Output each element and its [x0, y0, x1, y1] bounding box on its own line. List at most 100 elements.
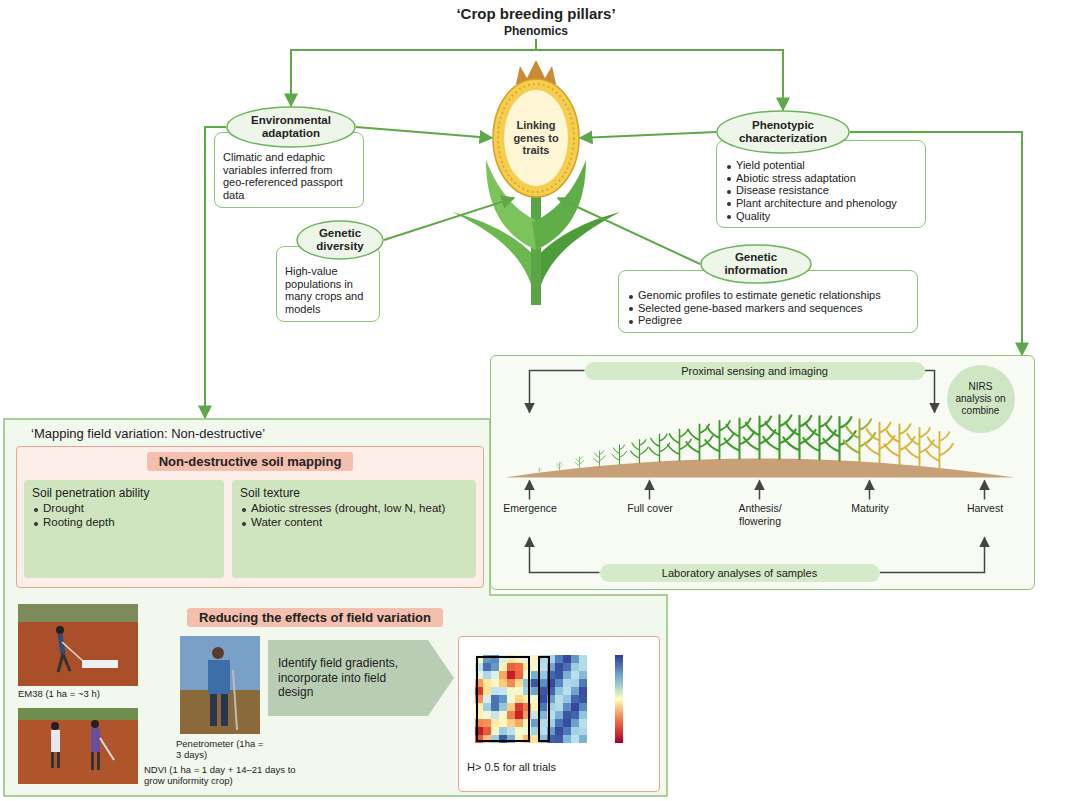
map-cell [579, 687, 587, 695]
map-cell [563, 727, 571, 735]
map-cell [571, 663, 579, 671]
maize-cob: Linking genes to traits [492, 78, 580, 198]
map-cell [491, 695, 499, 703]
map-cell [531, 711, 539, 719]
connector-arrow [536, 39, 783, 110]
crop-plant [763, 415, 795, 458]
source-label: Phenomics [504, 24, 568, 38]
map-cell [579, 735, 587, 743]
stage-label: Harvest [945, 502, 1025, 515]
stage-arrow [984, 481, 986, 500]
map-cell [563, 695, 571, 703]
ellipse-outline [701, 245, 811, 283]
map-cell [563, 663, 571, 671]
trial-outline [477, 657, 529, 741]
lab-bracket [530, 538, 600, 573]
map-cell [531, 719, 539, 727]
node-text: Phenomics [504, 24, 568, 38]
map-cell [507, 679, 515, 687]
map-cell [531, 735, 539, 743]
map-cell [491, 703, 499, 711]
ellipse-outline [227, 107, 355, 147]
stage-label: Maturity [830, 502, 910, 515]
bullet-item: Quality [725, 210, 917, 223]
pillar-ellipse: Genetic diversity [296, 220, 384, 260]
map-box: H> 0.5 for all trials [458, 636, 660, 792]
map-cell [571, 695, 579, 703]
crop-plant [744, 417, 776, 459]
map-cell [475, 655, 587, 743]
map-cell [571, 711, 579, 719]
node-text: Phenotypic characterization [730, 119, 836, 145]
map-cell [491, 727, 499, 735]
node-text: H> 0.5 for all trials [467, 761, 651, 773]
map-cell [571, 735, 579, 743]
node-text: NIRS analysis on combine [955, 381, 1007, 417]
map-cell [563, 655, 571, 663]
map-cell [579, 671, 587, 679]
map-cell [579, 655, 587, 663]
photo-caption: EM38 (1 ha = ~3 h) [18, 688, 148, 699]
map-cell [571, 719, 579, 727]
stage-label: Emergence [490, 502, 570, 515]
map-cell [579, 703, 587, 711]
map-cell [531, 727, 539, 735]
map-cell [571, 703, 579, 711]
connector-arrow [291, 39, 536, 106]
map-cell [579, 695, 587, 703]
map-cell [491, 711, 499, 719]
connector-arrow [580, 132, 716, 138]
ndvi-photo [91, 752, 94, 770]
pillar-ellipse: Environmental adaptation [226, 106, 356, 148]
map-cell [571, 727, 579, 735]
stage-arrow [759, 481, 761, 500]
crop-plant [926, 432, 953, 468]
penetrometer-photo [233, 670, 237, 730]
stage-label: Anthesis/ flowering [730, 502, 790, 527]
lab-bracket [880, 538, 985, 573]
bullet-item: Abiotic stress adaptation [725, 172, 917, 185]
map-cell [491, 719, 499, 727]
crop-plant [538, 468, 542, 473]
map-cell [579, 679, 587, 687]
arrow-outline [268, 640, 454, 716]
map-cell [531, 703, 539, 711]
em38-photo [58, 654, 63, 672]
penetrometer-photo [208, 660, 230, 694]
penetrometer-photo [180, 636, 260, 734]
bullet-item: Pedigree [627, 314, 909, 327]
maize-plant [452, 60, 620, 305]
crop-plant [705, 421, 734, 459]
ndvi-photo [51, 752, 54, 768]
map-cell [539, 671, 547, 679]
map-cell [555, 655, 563, 663]
connector-arrow [356, 127, 492, 138]
map-cell [555, 663, 563, 671]
crop-plant [649, 434, 669, 461]
field-ground [505, 459, 1015, 478]
sensing-bracket [925, 371, 935, 413]
node-text: Identify field gradients, incorporate in… [278, 656, 420, 699]
info-box: Yield potentialAbiotic stress adaptation… [716, 140, 926, 228]
map-cell [483, 663, 491, 671]
map-cell [563, 711, 571, 719]
map-cell [491, 679, 499, 687]
node-text: Non-destructive soil mapping [147, 452, 354, 471]
field-map [465, 643, 653, 755]
pillar-ellipse: Phenotypic characterization [716, 110, 850, 154]
ellipse-outline [297, 221, 383, 259]
map-cell [531, 655, 539, 663]
map-cell [539, 719, 547, 727]
ellipse-outline [717, 111, 849, 153]
map-cell [539, 727, 547, 735]
node-text: Climatic and edaphic variables inferred … [223, 151, 355, 202]
map-cell [531, 687, 539, 695]
map-cell [539, 687, 547, 695]
map-cell [539, 679, 547, 687]
crop-plant [594, 451, 605, 466]
map-cell [539, 695, 547, 703]
map-cell [515, 679, 523, 687]
em38-photo [18, 604, 138, 622]
node-text: Proximal sensing and imaging [585, 362, 925, 380]
penetrometer-photo [210, 694, 217, 726]
